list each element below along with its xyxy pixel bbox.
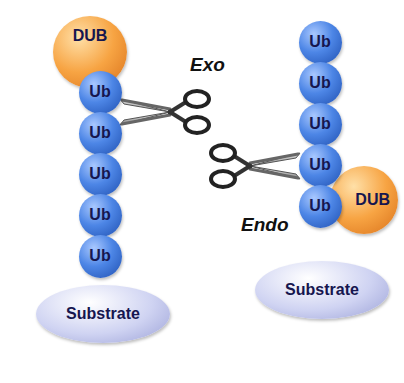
node-label: Ub — [309, 75, 330, 91]
ubiquitin-circle: Ub — [299, 21, 342, 64]
exo-scissors — [120, 91, 209, 133]
node-label: Ub — [89, 248, 110, 264]
endo-scissors — [211, 145, 300, 187]
cut-mode-label: Exo — [190, 55, 225, 74]
ubiquitin-circle: Ub — [299, 144, 342, 187]
node-label: Ub — [309, 157, 330, 173]
node-label: Ub — [309, 116, 330, 132]
node-label: Ub — [309, 198, 330, 214]
node-label: Ub — [89, 84, 110, 100]
substrate-ellipse: Substrate — [255, 261, 389, 319]
ubiquitin-circle: Ub — [299, 62, 342, 105]
node-label: Ub — [89, 166, 110, 182]
ubiquitin-circle: Ub — [79, 194, 122, 237]
substrate-ellipse: Substrate — [36, 285, 170, 343]
ubiquitin-circle: Ub — [79, 71, 122, 114]
ubiquitin-circle: Ub — [299, 103, 342, 146]
ubiquitin-circle: Ub — [299, 185, 342, 228]
node-label: Ub — [309, 34, 330, 50]
ubiquitin-circle: Ub — [79, 112, 122, 155]
ubiquitin-circle: Ub — [79, 235, 122, 278]
node-label: Substrate — [285, 282, 359, 298]
node-label: DUB — [355, 192, 390, 208]
ubiquitin-circle: Ub — [79, 153, 122, 196]
node-label: DUB — [73, 28, 108, 44]
cut-mode-label: Endo — [241, 215, 289, 234]
node-label: Ub — [89, 125, 110, 141]
node-label: Substrate — [66, 306, 140, 322]
node-label: Ub — [89, 207, 110, 223]
